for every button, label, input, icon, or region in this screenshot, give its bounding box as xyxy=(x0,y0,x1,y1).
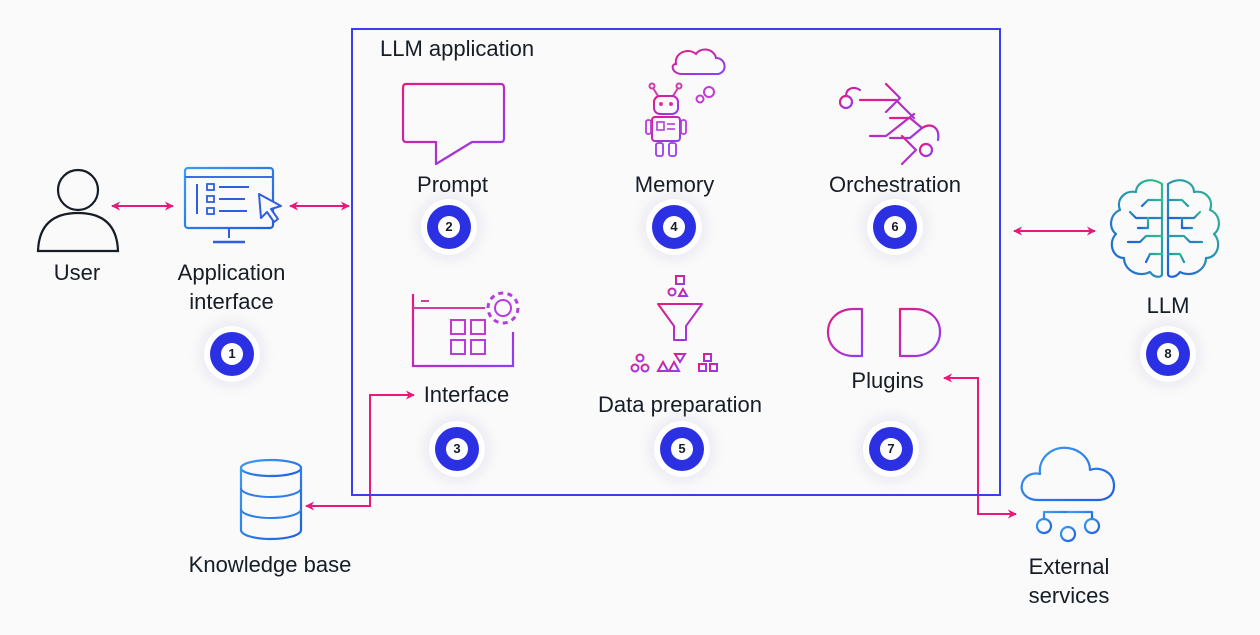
application-interface-label-line2: interface xyxy=(189,289,274,314)
monitor-cursor-icon[interactable] xyxy=(183,166,289,246)
badge-8: 8 xyxy=(1140,326,1196,382)
external-services-label-line1: External xyxy=(1028,554,1110,579)
application-interface-label-line1: Application xyxy=(177,260,286,285)
robot-thought-icon xyxy=(645,48,726,157)
speech-bubble-icon xyxy=(401,82,506,166)
badge-5: 5 xyxy=(654,421,710,477)
orchestration-label: Orchestration xyxy=(828,172,962,197)
badge-7: 7 xyxy=(863,421,919,477)
interface-label: Interface xyxy=(423,382,510,407)
data-preparation-label: Data preparation xyxy=(598,392,762,417)
person-outline-icon xyxy=(36,168,120,253)
plugins-label: Plugins xyxy=(851,368,924,393)
brain-circuit-icon xyxy=(1110,179,1220,278)
window-gear-icon xyxy=(411,291,520,368)
external-services-label-line2: services xyxy=(1028,583,1110,608)
badge-4: 4 xyxy=(646,199,702,255)
funnel-shapes-icon xyxy=(630,275,718,373)
database-icon xyxy=(239,458,303,541)
badge-6: 6 xyxy=(867,199,923,255)
llm-application-title: LLM application xyxy=(380,36,535,61)
arrow-knowledgebase-interface xyxy=(305,390,415,511)
plug-connector-icon xyxy=(808,307,962,358)
badge-2: 2 xyxy=(421,199,477,255)
knowledge-base-label: Knowledge base xyxy=(188,552,352,577)
cloud-network-icon xyxy=(1020,446,1116,543)
llm-application-container xyxy=(351,28,1001,496)
prompt-label: Prompt xyxy=(417,172,488,197)
llm-label: LLM xyxy=(1146,293,1190,318)
memory-label: Memory xyxy=(634,172,715,197)
flow-arrows-icon xyxy=(830,82,940,166)
badge-3: 3 xyxy=(429,421,485,477)
badge-1: 1 xyxy=(204,326,260,382)
arrow-plugins-external xyxy=(943,373,1017,519)
user-label: User xyxy=(53,260,101,285)
